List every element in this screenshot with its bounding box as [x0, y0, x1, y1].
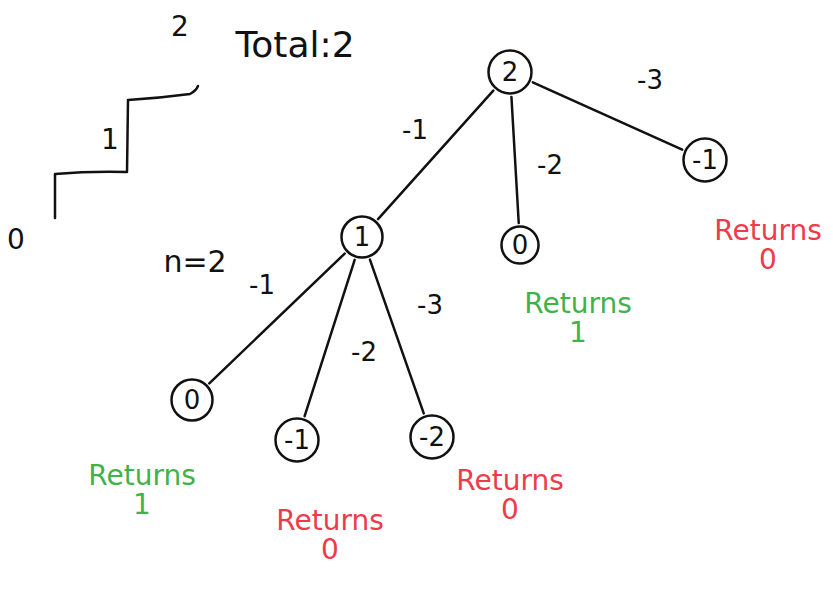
node-value: -2: [419, 424, 445, 450]
stair-height: 1: [101, 125, 119, 154]
total-note: Total:2: [235, 26, 354, 64]
staircase-line: [55, 86, 198, 218]
circle-outline: [172, 380, 213, 421]
input-note: n=2: [163, 246, 226, 278]
branch-line: [305, 260, 355, 416]
step-label: -2: [349, 339, 379, 365]
circle-outline: [276, 419, 319, 462]
node-value: 0: [512, 232, 529, 258]
node-value: -1: [284, 427, 310, 453]
return-value: Returns 0: [276, 506, 384, 565]
step-label: -1: [400, 117, 430, 143]
return-value: Returns 0: [714, 216, 822, 275]
return-value: Returns 1: [88, 461, 196, 520]
node-value: 2: [502, 59, 519, 85]
tree-node-circle: -1: [274, 417, 320, 463]
stair-height: 2: [171, 12, 189, 41]
tree-node-circle: 0: [170, 378, 214, 422]
return-value: Returns 0: [456, 466, 564, 525]
branch-line: [209, 254, 344, 384]
circle-outline: [502, 227, 539, 264]
step-label: -3: [635, 67, 665, 93]
step-label: -2: [535, 152, 565, 178]
circle-outline: [489, 51, 532, 94]
tree-node-circle: 0: [500, 225, 540, 265]
circle-outline: [411, 416, 454, 459]
tree-node-circle: -1: [682, 137, 728, 183]
branch-line: [370, 260, 424, 414]
branch-line: [511, 97, 518, 223]
step-label: -3: [415, 292, 445, 318]
return-value: Returns 1: [524, 289, 632, 348]
node-value: 1: [354, 224, 371, 250]
tree-node-circle: 2: [487, 49, 533, 95]
circle-outline: [342, 217, 383, 258]
stair-height: 0: [7, 225, 25, 254]
node-value: -1: [692, 147, 718, 173]
tree-node-circle: 1: [340, 215, 384, 259]
tree-node-circle: -2: [409, 414, 455, 460]
circle-outline: [684, 139, 727, 182]
branch-line: [378, 91, 493, 220]
node-value: 0: [184, 387, 201, 413]
step-label: -1: [247, 272, 277, 298]
